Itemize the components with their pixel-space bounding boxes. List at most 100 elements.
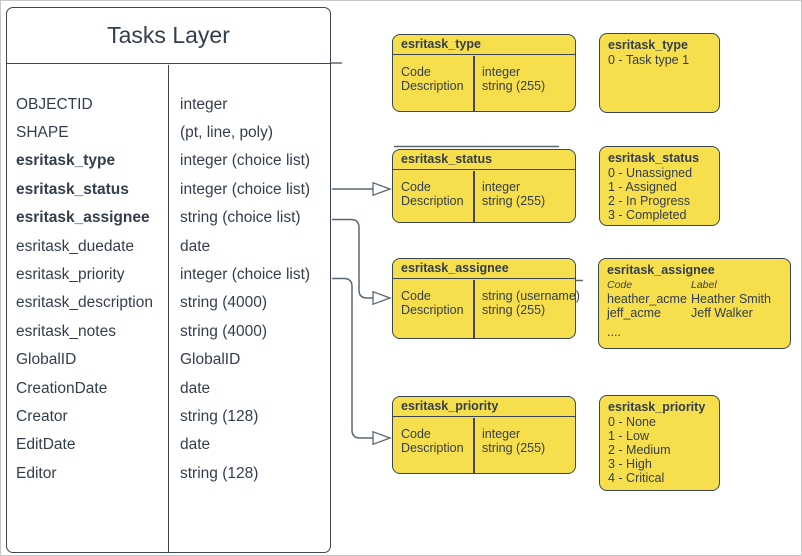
value-list-title: esritask_status — [608, 151, 700, 165]
value-list-title: esritask_assignee — [607, 263, 715, 277]
domain-field-type: string (255) — [482, 302, 546, 317]
domain-field-type: integer — [482, 64, 521, 79]
field-name: esritask_description — [16, 294, 153, 312]
domain-field-types: string (username) string (255) — [482, 289, 580, 317]
value-list-item: 2 - Medium — [608, 443, 671, 457]
domain-field-name: Description — [401, 193, 464, 208]
value-list-item: 0 - None — [608, 415, 656, 429]
field-type: date — [180, 379, 211, 397]
field-name: GlobalID — [16, 351, 77, 369]
field-name: esritask_type — [16, 152, 116, 170]
domain-table-esritask-assignee: esritask_assignee Code Description strin… — [392, 258, 580, 339]
label-column-header: Label — [691, 279, 717, 291]
tasks-layer-column-divider — [167, 64, 169, 552]
field-row-objectid: OBJECTID integer — [7, 91, 330, 119]
assignee-label: Heather Smith — [691, 292, 771, 306]
domain-table-body: Code Description integer string (255) — [393, 417, 575, 473]
domain-field-types: integer string (255) — [482, 65, 545, 93]
value-list-esritask-assignee: esritask_assignee Code Label heather_acm… — [598, 258, 791, 349]
domain-field-name: Code — [401, 64, 431, 79]
domain-table-body: Code Description integer string (255) — [393, 55, 575, 111]
field-type: GlobalID — [180, 351, 241, 369]
domain-table-esritask-priority: esritask_priority Code Description integ… — [392, 396, 576, 474]
value-list-item: 4 - Critical — [608, 471, 665, 485]
domain-field-type: string (username) — [482, 288, 580, 303]
field-type: integer (choice list) — [180, 152, 311, 170]
value-list-esritask-type: esritask_type 0 - Task type 1 — [599, 33, 720, 113]
domain-table-column-divider — [473, 279, 475, 338]
domain-field-name: Description — [401, 302, 464, 317]
open-arrowhead-status-icon — [372, 181, 392, 197]
field-type: date — [180, 436, 211, 454]
domain-field-type: string (255) — [482, 440, 546, 455]
tasks-layer-title: Tasks Layer — [7, 8, 330, 64]
field-row-esritask-description: esritask_description string (4000) — [7, 289, 330, 317]
domain-table-column-divider — [473, 170, 475, 222]
field-type: string (choice list) — [180, 209, 301, 227]
field-row-esritask-status: esritask_status integer (choice list) — [7, 176, 330, 204]
domain-field-name: Code — [401, 288, 431, 303]
domain-field-types: integer string (255) — [482, 180, 545, 208]
value-list-item: 0 - Unassigned — [608, 166, 693, 180]
domain-field-name: Description — [401, 440, 464, 455]
domain-field-names: Code Description — [401, 289, 464, 317]
domain-field-type: integer — [482, 426, 521, 441]
field-type: integer — [180, 95, 228, 113]
field-name: EditDate — [16, 436, 76, 454]
value-list-esritask-priority: esritask_priority 0 - None 1 - Low 2 - M… — [599, 395, 720, 491]
field-row-esritask-notes: esritask_notes string (4000) — [7, 318, 330, 346]
field-name: esritask_duedate — [16, 237, 135, 255]
domain-field-names: Code Description — [401, 180, 464, 208]
value-list-item: 0 - Task type 1 — [608, 53, 690, 67]
assignee-more-ellipsis: .... — [607, 325, 621, 339]
field-row-editdate: EditDate date — [7, 431, 330, 459]
value-list-item: 3 - High — [608, 457, 652, 471]
field-type: string (128) — [180, 464, 259, 482]
field-name: CreationDate — [16, 379, 108, 397]
field-row-esritask-priority: esritask_priority integer (choice list) — [7, 261, 330, 289]
field-row-globalid: GlobalID GlobalID — [7, 346, 330, 374]
connector-assignee-line — [332, 218, 373, 299]
assignee-code-label-grid: Code Label heather_acme Heather Smith je… — [607, 278, 786, 320]
domain-table-title: esritask_type — [393, 35, 575, 55]
domain-table-body: Code Description integer string (255) — [393, 170, 575, 222]
open-arrowhead-assignee-icon — [372, 290, 392, 306]
field-type: string (4000) — [180, 322, 268, 340]
value-list-item: 2 - In Progress — [608, 194, 690, 208]
tasks-layer-field-list: OBJECTID integer SHAPE (pt, line, poly) … — [7, 64, 330, 552]
field-type: string (128) — [180, 407, 259, 425]
connector-priority-line — [332, 277, 373, 439]
domain-field-type: integer — [482, 179, 521, 194]
assignee-code: jeff_acme — [607, 306, 661, 320]
field-name: Creator — [16, 407, 68, 425]
domain-field-name: Code — [401, 179, 431, 194]
value-list-item: 1 - Low — [608, 429, 649, 443]
assignee-label: Jeff Walker — [691, 306, 753, 320]
field-name: SHAPE — [16, 124, 69, 142]
domain-field-type: string (255) — [482, 78, 546, 93]
field-name: esritask_priority — [16, 266, 125, 284]
field-row-shape: SHAPE (pt, line, poly) — [7, 119, 330, 147]
field-type: date — [180, 237, 211, 255]
domain-table-column-divider — [473, 55, 475, 111]
field-type: integer (choice list) — [180, 180, 311, 198]
open-arrowhead-priority-icon — [372, 430, 392, 446]
domain-field-types: integer string (255) — [482, 427, 545, 455]
code-column-header: Code — [607, 279, 633, 291]
field-name: esritask_notes — [16, 322, 116, 340]
assignee-code: heather_acme — [607, 292, 687, 306]
domain-field-names: Code Description — [401, 427, 464, 455]
field-row-esritask-type: esritask_type integer (choice list) — [7, 147, 330, 175]
value-list-title: esritask_type — [608, 38, 688, 52]
value-list-title: esritask_priority — [608, 400, 706, 414]
value-list-esritask-status: esritask_status 0 - Unassigned 1 - Assig… — [599, 146, 720, 226]
domain-table-title: esritask_priority — [393, 397, 575, 417]
field-type: (pt, line, poly) — [180, 124, 274, 142]
value-list-item: 1 - Assigned — [608, 180, 677, 194]
domain-table-title: esritask_status — [393, 150, 575, 170]
domain-table-esritask-type: esritask_type Code Description integer s… — [392, 34, 576, 112]
field-row-editor: Editor string (128) — [7, 460, 330, 488]
field-row-creator: Creator string (128) — [7, 403, 330, 431]
domain-field-names: Code Description — [401, 65, 464, 93]
field-name: Editor — [16, 464, 57, 482]
